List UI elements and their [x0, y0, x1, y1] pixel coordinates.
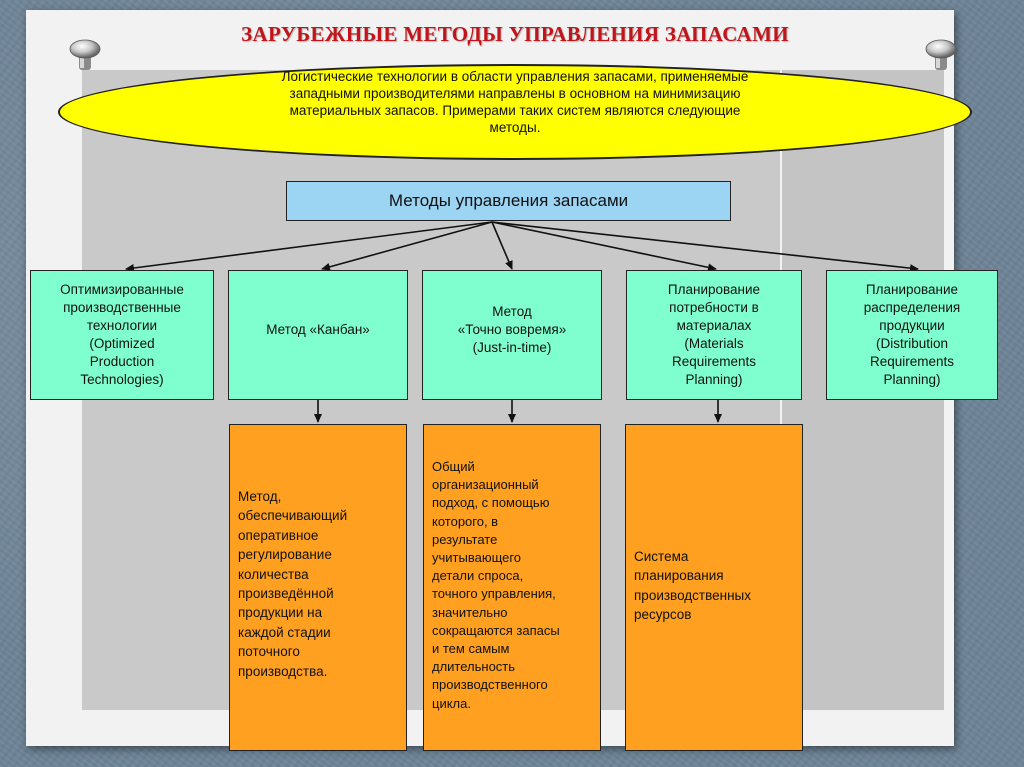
description-line: поточного: [238, 644, 300, 660]
description-line: обеспечивающий: [238, 508, 348, 524]
pushpin-icon: [925, 39, 957, 70]
method-label-line: Метод: [492, 304, 532, 319]
method-label-line: продукции: [879, 318, 945, 333]
intro-ellipse: [58, 64, 972, 160]
description-text: Метод, обеспечивающий оперативное регули…: [238, 487, 347, 681]
method-label: Оптимизированные производственные технол…: [60, 281, 184, 389]
description-line: цикла.: [432, 695, 471, 711]
description-line: учитывающего: [432, 550, 522, 566]
method-box-drp: Планирование распределения продукции (Di…: [826, 270, 998, 400]
method-label-line: Планирование: [865, 282, 959, 297]
description-line: Система: [634, 549, 689, 564]
description-line: каждой стадии: [238, 624, 331, 640]
description-line: планирования: [634, 568, 724, 584]
method-box-opt: Оптимизированные производственные технол…: [30, 270, 214, 400]
connector-line: [491, 221, 513, 270]
method-label-line: Planning): [883, 372, 941, 387]
method-label-line: Technologies): [80, 372, 164, 387]
method-label-line: (Just-in-time): [472, 340, 552, 355]
description-line: подход, с помощью: [432, 495, 550, 511]
method-label-line: производственные: [63, 300, 181, 315]
method-label-line: «Точно вовремя»: [457, 322, 567, 337]
method-label-line: (Materials: [684, 336, 744, 351]
description-box-mrp: Система планирования производственных ре…: [625, 424, 803, 751]
method-label-line: Production: [89, 354, 155, 369]
intro-line: западными производителями направлены в о…: [289, 86, 741, 101]
description-line: значительно: [432, 604, 508, 620]
description-line: Метод,: [238, 489, 282, 504]
intro-line: методы.: [489, 120, 541, 135]
description-line: результате: [432, 531, 498, 547]
description-box-kanban: Метод, обеспечивающий оперативное регули…: [229, 424, 407, 751]
description-line: длительность: [432, 659, 516, 675]
root-node: Методы управления запасами: [286, 181, 731, 221]
method-label-line: материалах: [676, 318, 752, 333]
method-label-line: Requirements: [671, 354, 757, 369]
description-line: произведённой: [238, 586, 334, 602]
description-line: количества: [238, 566, 309, 582]
intro-line: материальных запасов. Примерами таких си…: [289, 103, 741, 118]
connector-line: [491, 221, 717, 272]
connector-line: [321, 221, 493, 271]
description-line: оперативное: [238, 527, 319, 543]
method-label-line: Requirements: [869, 354, 955, 369]
method-label: Метод «Канбан»: [266, 321, 370, 339]
slide-title: ЗАРУБЕЖНЫЕ МЕТОДЫ УПРАВЛЕНИЯ ЗАПАСАМИ: [241, 22, 789, 46]
method-label-line: (Distribution: [875, 336, 949, 351]
description-line: ресурсов: [634, 607, 692, 623]
method-label: Планирование распределения продукции (Di…: [864, 281, 960, 389]
description-line: регулирование: [238, 547, 332, 563]
root-node-label: Методы управления запасами: [388, 191, 629, 210]
method-label: Планирование потребности в материалах (M…: [668, 281, 760, 389]
description-line: детали спроса,: [432, 568, 524, 584]
description-line: точного управления,: [432, 586, 556, 602]
method-box-kanban: Метод «Канбан»: [228, 270, 408, 400]
method-label-line: Планирование: [667, 282, 761, 297]
description-text: Общий организационный подход, с помощью …: [432, 458, 560, 713]
description-box-jit: Общий организационный подход, с помощью …: [423, 424, 601, 751]
method-label-line: Оптимизированные: [60, 282, 184, 297]
method-label-line: распределения: [863, 300, 961, 315]
intro-text: Логистические технологии в области управ…: [215, 68, 815, 136]
method-label-line: технологии: [86, 318, 158, 333]
method-label-line: (Optimized: [89, 336, 155, 351]
pushpin-icon: [69, 39, 101, 70]
method-label: Метод «Точно вовремя» (Just-in-time): [458, 303, 566, 357]
description-line: производственного: [432, 677, 548, 693]
intro-line: Логистические технологии в области управ…: [281, 69, 749, 84]
description-text: Система планирования производственных ре…: [634, 547, 751, 625]
description-line: Общий: [432, 459, 475, 474]
method-box-jit: Метод «Точно вовремя» (Just-in-time): [422, 270, 602, 400]
description-line: которого, в: [432, 513, 499, 529]
description-line: продукции на: [238, 605, 323, 621]
connector-line: [491, 221, 919, 273]
description-line: производственных: [634, 587, 751, 603]
description-line: организационный: [432, 477, 539, 493]
method-box-mrp: Планирование потребности в материалах (M…: [626, 270, 802, 400]
method-label-line: потребности в: [669, 300, 759, 315]
connector-line: [125, 221, 493, 272]
method-label-line: Planning): [685, 372, 743, 387]
method-label-line: Метод «Канбан»: [266, 322, 370, 337]
description-line: сокращаются запасы: [432, 622, 560, 638]
description-line: производства.: [238, 663, 328, 679]
description-line: и тем самым: [432, 641, 510, 657]
